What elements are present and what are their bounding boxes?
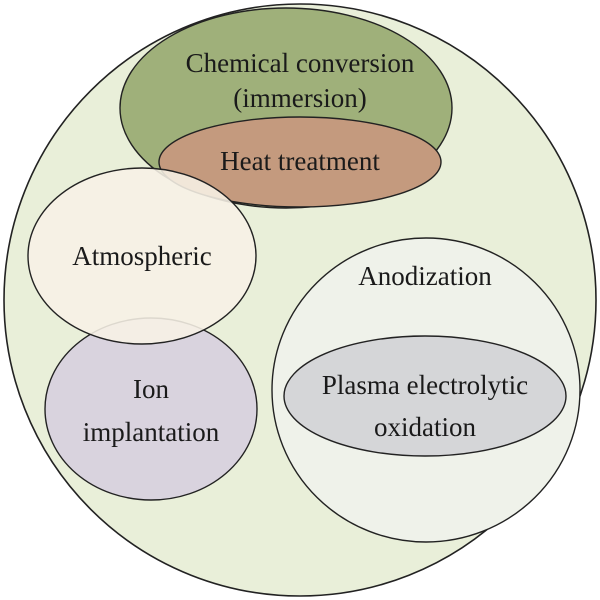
atmospheric-circle — [27, 167, 257, 345]
chemical-conversion-label-line1: Chemical conversion — [186, 48, 415, 78]
ion-implantation-label-line2: implantation — [83, 417, 220, 447]
plasma-electrolytic-oxidation-label-line2: oxidation — [374, 412, 476, 442]
anodization-label: Anodization — [358, 261, 492, 291]
plasma-electrolytic-oxidation-ellipse — [283, 335, 567, 457]
ion-implantation-label-line1: Ion — [133, 374, 169, 404]
heat-treatment-ellipse — [158, 116, 442, 208]
heat-treatment-label: Heat treatment — [220, 146, 380, 176]
ion-implantation-circle — [44, 317, 258, 501]
plasma-electrolytic-oxidation-label-line1: Plasma electrolytic — [322, 370, 528, 400]
atmospheric-label: Atmospheric — [72, 241, 211, 271]
chemical-conversion-label-line2: (immersion) — [233, 83, 366, 113]
